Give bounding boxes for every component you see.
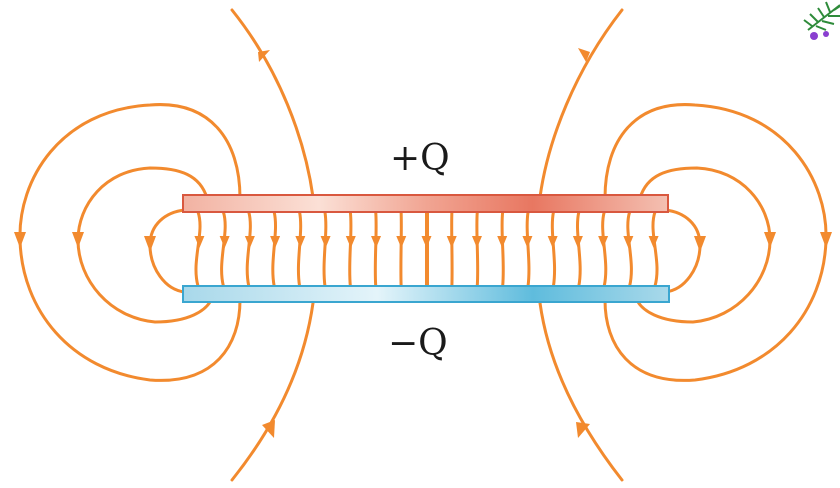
field-line-inner (575, 210, 582, 288)
arrow-inner (421, 236, 432, 248)
negative-plate (182, 285, 670, 303)
arrow-loop-left-outer (14, 232, 26, 248)
field-line-inner (296, 210, 303, 288)
field-line-inner (271, 210, 278, 288)
field-line-inner (500, 210, 505, 288)
field-line-inner (651, 210, 659, 288)
arrow-inner (522, 236, 533, 248)
arrow-inner (219, 236, 230, 248)
arrow-inner (623, 236, 634, 248)
arrow-loop-right-inner (694, 236, 706, 252)
arrow-inner (471, 236, 482, 248)
field-line-outer-top-right (538, 8, 624, 199)
arrow-loop-right-outer (820, 232, 832, 248)
field-line-inner (475, 210, 480, 288)
arrow-loop-left-inner (144, 236, 156, 252)
field-line-outer-bottom-left (230, 301, 315, 482)
field-line-inner (322, 210, 328, 288)
field-loop-left-outer (18, 103, 242, 382)
arrow-inner (396, 236, 407, 248)
field-line-inner (373, 210, 378, 288)
arrow-inner (295, 236, 306, 248)
field-line-inner (245, 210, 252, 288)
field-line-inner (525, 210, 531, 288)
positive-plate-label: +Q (390, 138, 450, 179)
arrow-inner (320, 236, 331, 248)
arrow-inner (497, 236, 508, 248)
arrow-loop-left-middle (72, 232, 84, 248)
arrow-inner (446, 236, 457, 248)
arrow-inner (345, 236, 356, 248)
arrow-inner (598, 236, 609, 248)
arrow-outer-bottom-left (262, 420, 275, 438)
field-loop-right-inner (663, 208, 702, 294)
field-line-outer-top-left (230, 8, 315, 199)
positive-plate (182, 194, 669, 213)
field-loop-left-inner (148, 208, 187, 294)
arrow-outer-top-right (578, 48, 590, 62)
field-line-inner (601, 210, 608, 288)
arrow-inner (547, 236, 558, 248)
arrow-inner (648, 236, 659, 248)
field-line-inner (348, 210, 353, 288)
field-line-inner (626, 210, 633, 288)
arrow-outer-top-left (258, 50, 270, 62)
right-fringe-loops (603, 103, 828, 382)
arrow-loop-right-middle (764, 232, 776, 248)
arrow-outer-bottom-right (576, 422, 590, 438)
left-fringe-loops (18, 103, 242, 382)
arrow-inner (371, 236, 382, 248)
negative-plate-label: −Q (388, 323, 448, 364)
field-line-inner (550, 210, 557, 288)
field-line-inner (194, 210, 202, 288)
field-loop-right-outer (603, 103, 828, 382)
field-line-outer-bottom-right (538, 301, 624, 482)
field-line-inner (220, 210, 227, 288)
outer-field-lines (230, 8, 624, 482)
arrow-inner (194, 236, 205, 248)
arrow-inner (244, 236, 255, 248)
field-arrows (14, 48, 832, 438)
arrow-inner (270, 236, 281, 248)
plant-sprig-icon (803, 1, 840, 40)
inner-field-lines (194, 210, 659, 288)
arrow-inner (572, 236, 583, 248)
